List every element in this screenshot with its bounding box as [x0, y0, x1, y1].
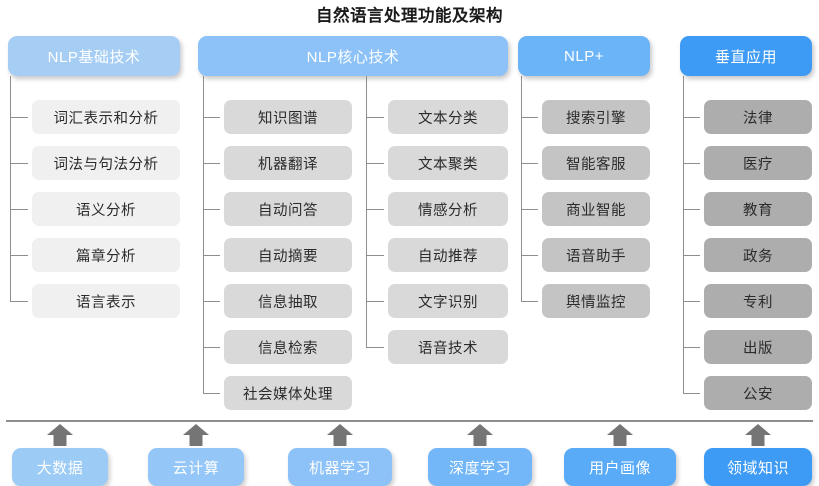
connector-stub [683, 209, 700, 210]
connector-stub [683, 117, 700, 118]
foundation-box-1[interactable]: 云计算 [148, 448, 244, 486]
connector-stub [683, 301, 700, 302]
node-nlp-core-6[interactable]: 社会媒体处理 [224, 376, 352, 410]
node-vertical-app-2[interactable]: 教育 [704, 192, 812, 226]
foundation-box-0[interactable]: 大数据 [12, 448, 108, 486]
column-nlp-basic: NLP基础技术词汇表示和分析词法与句法分析语义分析篇章分析语言表示 [8, 36, 180, 322]
connector-stub [203, 255, 220, 256]
connector-stub [10, 117, 28, 118]
connector-stub [366, 301, 384, 302]
node-nlp-core-2[interactable]: 自动问答 [224, 192, 352, 226]
foundation-item: 云计算 [148, 424, 244, 486]
node-nlp-core-2[interactable]: 情感分析 [388, 192, 508, 226]
node-nlp-core-0[interactable]: 知识图谱 [224, 100, 352, 134]
column-header-nlp-core[interactable]: NLP核心技术 [198, 36, 508, 76]
node-nlp-plus-4[interactable]: 舆情监控 [542, 284, 650, 318]
connector-stub [203, 163, 220, 164]
node-nlp-core-0[interactable]: 文本分类 [388, 100, 508, 134]
column-header-nlp-plus[interactable]: NLP+ [518, 36, 650, 76]
node-nlp-basic-4[interactable]: 语言表示 [32, 284, 180, 318]
connector-stub [683, 163, 700, 164]
node-nlp-basic-0[interactable]: 词汇表示和分析 [32, 100, 180, 134]
node-nlp-core-4[interactable]: 文字识别 [388, 284, 508, 318]
foundation-item: 领域知识 [704, 424, 812, 486]
connector-stub [521, 209, 538, 210]
connector-stub [521, 301, 538, 302]
column-vertical-app: 垂直应用法律医疗教育政务专利出版公安 [680, 36, 812, 414]
node-nlp-core-3[interactable]: 自动摘要 [224, 238, 352, 272]
connector-stub [366, 209, 384, 210]
connector-stub [203, 347, 220, 348]
node-nlp-core-5[interactable]: 信息检索 [224, 330, 352, 364]
node-nlp-core-4[interactable]: 信息抽取 [224, 284, 352, 318]
node-nlp-basic-3[interactable]: 篇章分析 [32, 238, 180, 272]
foundation-divider [6, 420, 813, 422]
up-arrow-icon [745, 424, 771, 446]
foundation-item: 深度学习 [428, 424, 532, 486]
column-nlp-core: NLP核心技术知识图谱机器翻译自动问答自动摘要信息抽取信息检索社会媒体处理 文本分… [198, 36, 508, 414]
node-vertical-app-5[interactable]: 出版 [704, 330, 812, 364]
connector-stub [203, 393, 220, 394]
foundation-box-3[interactable]: 深度学习 [428, 448, 532, 486]
node-nlp-plus-2[interactable]: 商业智能 [542, 192, 650, 226]
node-vertical-app-1[interactable]: 医疗 [704, 146, 812, 180]
connector-stub [10, 209, 28, 210]
node-vertical-app-4[interactable]: 专利 [704, 284, 812, 318]
foundation-box-5[interactable]: 领域知识 [704, 448, 812, 486]
foundation-item: 用户画像 [564, 424, 676, 486]
foundation-item: 大数据 [12, 424, 108, 486]
connector-stub [203, 301, 220, 302]
connector-stub [10, 255, 28, 256]
connector-rail [10, 76, 11, 301]
node-nlp-core-1[interactable]: 文本聚类 [388, 146, 508, 180]
connector-rail [521, 76, 522, 301]
node-nlp-core-3[interactable]: 自动推荐 [388, 238, 508, 272]
connector-stub [10, 163, 28, 164]
connector-stub [366, 255, 384, 256]
up-arrow-icon [467, 424, 493, 446]
connector-stub [366, 347, 384, 348]
up-arrow-icon [47, 424, 73, 446]
column-nlp-plus: NLP+ 搜索引擎智能客服商业智能语音助手舆情监控 [518, 36, 650, 322]
node-nlp-basic-1[interactable]: 词法与句法分析 [32, 146, 180, 180]
node-vertical-app-3[interactable]: 政务 [704, 238, 812, 272]
foundation-item: 机器学习 [288, 424, 392, 486]
connector-stub [683, 393, 700, 394]
connector-rail [203, 76, 204, 393]
connector-rail [683, 76, 684, 393]
foundation-box-2[interactable]: 机器学习 [288, 448, 392, 486]
connector-stub [366, 163, 384, 164]
up-arrow-icon [327, 424, 353, 446]
connector-stub [683, 347, 700, 348]
node-nlp-core-5[interactable]: 语音技术 [388, 330, 508, 364]
connector-stub [10, 301, 28, 302]
connector-stub [203, 117, 220, 118]
node-nlp-plus-3[interactable]: 语音助手 [542, 238, 650, 272]
page-title: 自然语言处理功能及架构 [316, 7, 503, 25]
node-vertical-app-6[interactable]: 公安 [704, 376, 812, 410]
node-nlp-basic-2[interactable]: 语义分析 [32, 192, 180, 226]
column-header-vertical-app[interactable]: 垂直应用 [680, 36, 812, 76]
foundation-box-4[interactable]: 用户画像 [564, 448, 676, 486]
connector-stub [366, 117, 384, 118]
node-vertical-app-0[interactable]: 法律 [704, 100, 812, 134]
connector-stub [521, 255, 538, 256]
connector-stub [683, 255, 700, 256]
up-arrow-icon [607, 424, 633, 446]
node-nlp-plus-0[interactable]: 搜索引擎 [542, 100, 650, 134]
connector-stub [203, 209, 220, 210]
column-header-nlp-basic[interactable]: NLP基础技术 [8, 36, 180, 76]
connector-stub [521, 163, 538, 164]
up-arrow-icon [183, 424, 209, 446]
node-nlp-plus-1[interactable]: 智能客服 [542, 146, 650, 180]
connector-stub [521, 117, 538, 118]
connector-rail [366, 76, 367, 347]
node-nlp-core-1[interactable]: 机器翻译 [224, 146, 352, 180]
